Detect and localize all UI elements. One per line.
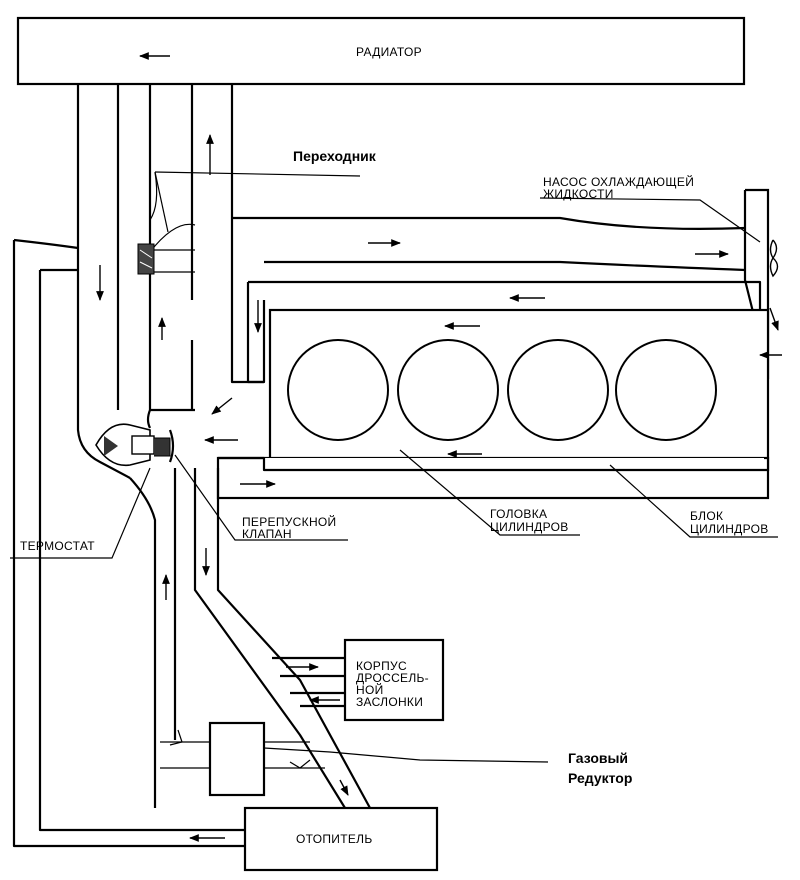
pump-feed-top: [232, 216, 746, 230]
heater-feed-inner: [216, 468, 371, 809]
head-channel-left: [246, 282, 264, 384]
pump-link-top: [13, 238, 79, 250]
block-mask: [264, 458, 764, 470]
pump-feed-bottom: [264, 260, 761, 291]
thermostat-top-curve: [146, 409, 152, 429]
throttle-label-1: КОРПУС: [356, 659, 407, 673]
radiator-outlet-pipe-outer: [76, 84, 131, 479]
reducer-clamp-right: [289, 759, 311, 769]
throttle-label-3: НОЙ: [356, 682, 384, 697]
bypass-label-2: КЛАПАН: [242, 527, 292, 541]
heater-return-to-pump-outer: [12, 240, 245, 848]
block-label-1: БЛОК: [690, 509, 723, 523]
pump-label-1: НАСОС ОХЛАЖДАЮЩЕЙ: [543, 174, 694, 189]
block-leader: [609, 464, 778, 538]
reducer-pipes-left: [160, 741, 210, 769]
reducer-label-1: Газовый: [568, 750, 628, 766]
adapter-leader: [154, 171, 361, 177]
thermostat-label: ТЕРМОСТАТ: [20, 539, 95, 553]
adapter-label: Переходник: [293, 148, 377, 164]
reducer-clamp-left: [169, 729, 183, 746]
throttle-label-2: ДРОССЕЛЬ-: [356, 671, 429, 685]
cylinder-2: [397, 339, 499, 441]
cylinder-1: [287, 339, 389, 441]
block-label-2: ЦИЛИНДРОВ: [690, 522, 769, 536]
heater-return-to-pump-inner: [38, 270, 245, 832]
arrow-icon: [339, 779, 349, 796]
pump-label-2: ЖИДКОСТИ: [543, 187, 614, 201]
thermostat-valve: [95, 423, 175, 467]
throttle-label-4: ЗАСЛОНКИ: [356, 695, 423, 709]
flow-arrows: [96, 52, 782, 842]
head-label-2: ЦИЛИНДРОВ: [490, 520, 569, 534]
pump-impeller: [769, 239, 779, 278]
reducer-label-2: Редуктор: [568, 770, 632, 786]
heater-return-outer: [129, 477, 157, 760]
head-label-1: ГОЛОВКА: [490, 507, 547, 521]
radiator-box: [16, 16, 746, 86]
heater-label: ОТОПИТЕЛЬ: [296, 832, 373, 846]
thermostat-leader: [10, 467, 151, 559]
adapter-leader-2: [154, 171, 169, 233]
block-bottom-inner: [218, 456, 768, 472]
throttle-body-box: [343, 638, 445, 722]
heater-box: [243, 806, 439, 872]
gas-reducer-box: [208, 721, 266, 797]
cylinder-4: [615, 339, 717, 441]
adapter-hose: [149, 223, 196, 253]
pump-leader: [539, 197, 761, 243]
bypass-label-1: ПЕРЕПУСКНОЙ: [242, 514, 336, 529]
reducer-pipes-right: [264, 741, 325, 769]
radiator-label: РАДИАТОР: [356, 45, 422, 59]
adapter-fitting: [137, 243, 155, 275]
arrow-icon: [211, 397, 233, 415]
arrow-icon: [769, 307, 779, 331]
reducer-leader: [263, 747, 549, 763]
head-leader: [399, 449, 580, 536]
cylinder-3: [507, 339, 609, 441]
adapter-leader-3: [149, 171, 158, 221]
heater-feed-outer: [193, 468, 346, 809]
